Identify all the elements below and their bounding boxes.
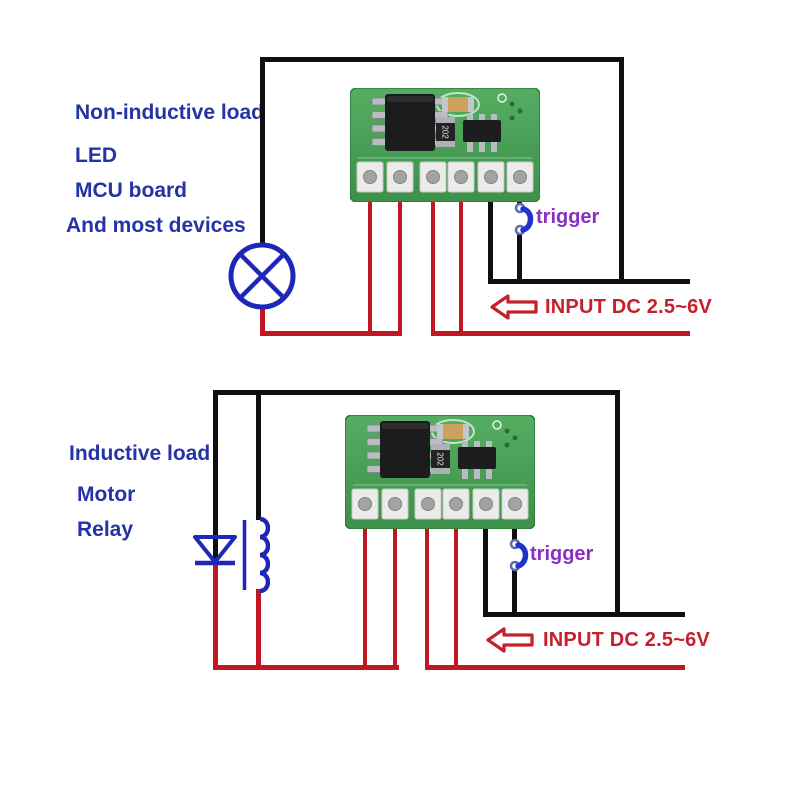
wire-bot-red-left-horizontal: [213, 665, 399, 670]
wire-bot-black-input-horizontal: [483, 612, 685, 617]
sot23-chip: [463, 114, 501, 152]
wire-top1-black-left-vertical: [260, 57, 265, 245]
wire-bot-red-pad1: [363, 505, 367, 670]
diode-icon: [193, 535, 237, 566]
resistor-202: 202: [431, 444, 450, 474]
input-arrow-icon-bottom: [486, 627, 534, 653]
wire-bot-black-top-horizontal: [213, 390, 620, 395]
solder-pads: [356, 161, 534, 193]
wire-bot-red-pad2: [393, 505, 397, 670]
lamp-icon: [228, 242, 296, 310]
wire-top1-black-top-horizontal: [260, 57, 624, 62]
label-and-most-devices: And most devices: [66, 214, 246, 237]
pcb-via: [504, 442, 510, 448]
resistor-202: 202: [436, 117, 455, 147]
input-dc-label-bottom: INPUT DC 2.5~6V: [543, 629, 710, 651]
resistor-marking-text: 202: [441, 125, 450, 139]
pcb-module-top: 202: [350, 88, 540, 202]
wire-bot-red-diode-vertical: [213, 561, 218, 670]
wire-top1-red-pad2: [398, 175, 402, 336]
resistor-marking-text: 202: [436, 452, 445, 466]
wire-bot-black-right-vertical: [615, 390, 620, 617]
pcb-via: [504, 428, 510, 434]
solder-pads: [351, 488, 529, 520]
pcb-via: [512, 435, 518, 441]
wire-top1-black-pad6-lower: [517, 233, 522, 284]
wire-top1-red-pad3: [431, 175, 435, 336]
label-mcu-board: MCU board: [75, 179, 187, 202]
sot23-chip: [458, 441, 496, 479]
wire-top1-red-input-horizontal: [431, 331, 690, 336]
label-motor: Motor: [77, 483, 136, 506]
wire-top1-red-pad1: [368, 175, 372, 336]
pcb-module-bottom: 202: [345, 415, 535, 529]
capacitor: [442, 97, 474, 112]
wire-top1-red-left-horizontal: [260, 331, 402, 336]
trigger-switch-icon: [514, 202, 534, 236]
input-arrow-icon-top: [490, 294, 538, 320]
pcb-via: [517, 108, 523, 114]
pcb-silkscreen-circle: [497, 93, 507, 103]
wire-top1-black-input-horizontal: [488, 279, 690, 284]
label-non-inductive-load: Non-inductive load: [75, 101, 264, 124]
pcb-via: [509, 101, 515, 107]
wire-bot-black-pad5: [483, 505, 488, 617]
wire-top1-black-right-vertical: [619, 57, 624, 284]
wire-bot-red-pad4: [454, 505, 458, 670]
wire-bot-red-pad3: [425, 505, 429, 670]
wire-bot-black-coil-vertical: [256, 390, 261, 520]
inductor-coil-icon: [242, 516, 270, 594]
wire-top1-red-pad4: [459, 175, 463, 336]
wire-top1-black-pad5: [488, 175, 493, 284]
wire-bot-red-coil-vertical: [256, 589, 261, 670]
trigger-label-top: trigger: [536, 206, 600, 228]
trigger-switch-icon-bottom: [509, 538, 529, 572]
wire-bot-black-diode-vertical: [213, 390, 218, 562]
wire-top1-red-lamp-vertical: [260, 307, 265, 336]
wire-bot-black-pad6-lower: [512, 568, 517, 617]
trigger-label-bottom: trigger: [530, 543, 594, 565]
label-led: LED: [75, 144, 117, 167]
pcb-silkscreen-circle: [492, 420, 502, 430]
capacitor: [437, 424, 469, 439]
label-inductive-load: Inductive load: [69, 442, 211, 465]
wire-bot-red-input-horizontal: [425, 665, 685, 670]
label-relay: Relay: [77, 518, 134, 541]
pcb-via: [509, 115, 515, 121]
input-dc-label-top: INPUT DC 2.5~6V: [545, 296, 712, 318]
